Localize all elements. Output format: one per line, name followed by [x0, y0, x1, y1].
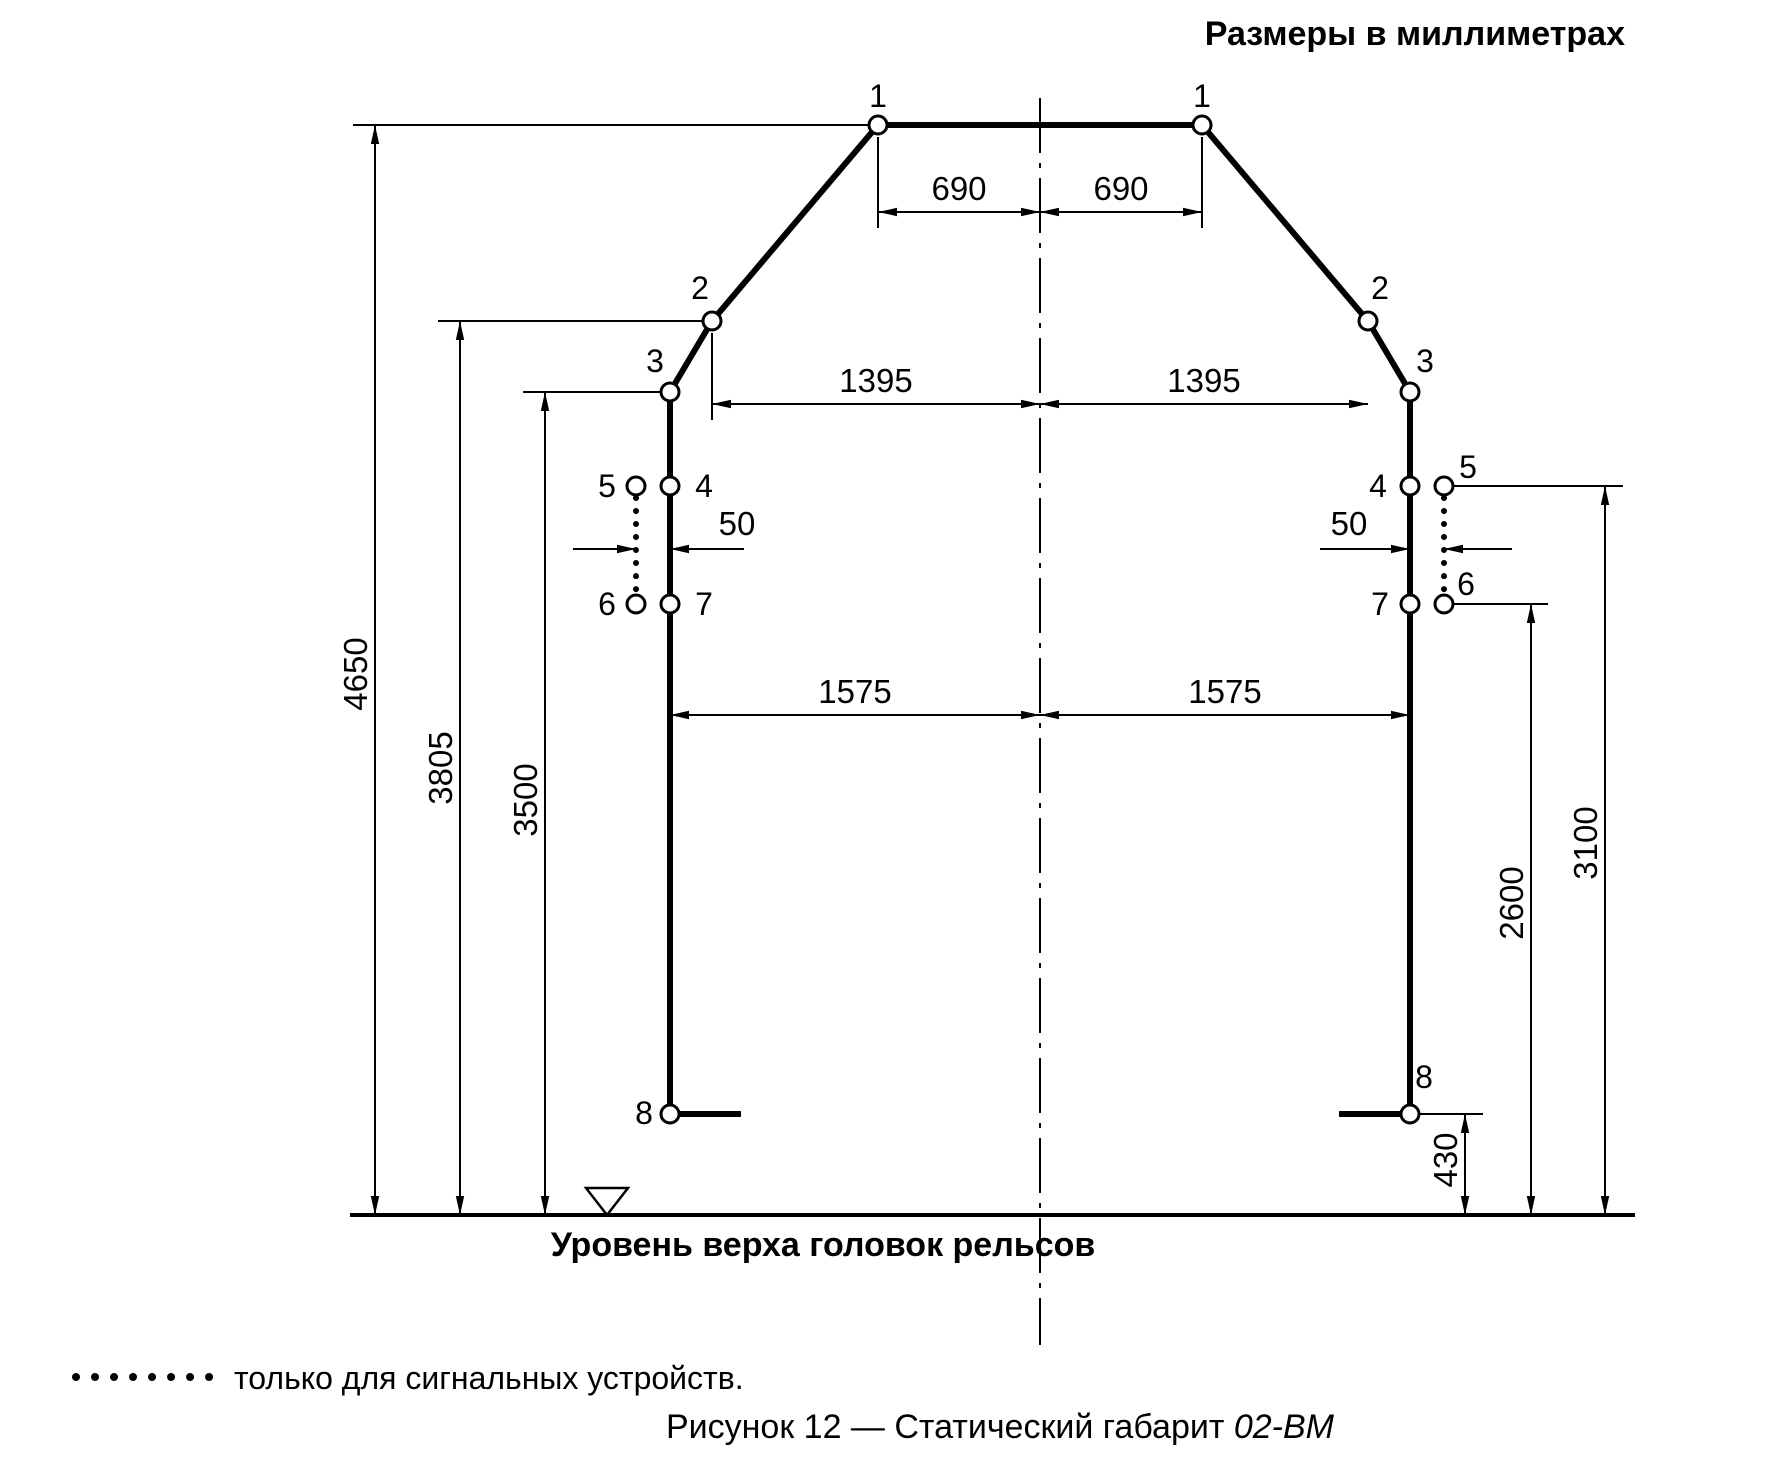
legend: только для сигнальных устройств.	[72, 1360, 744, 1396]
point-label-3-left: 3	[646, 343, 664, 379]
dim-label-50-right: 50	[1331, 505, 1368, 542]
point-label-8-right: 8	[1415, 1059, 1433, 1095]
point-markers	[625, 114, 1455, 1125]
dimension-labels: 690 690 1395 1395 50 50 1575 1575 4650 3…	[337, 170, 1604, 1188]
point-5-left	[625, 475, 647, 497]
dim-label-2600: 2600	[1493, 866, 1530, 939]
legend-note: только для сигнальных устройств.	[234, 1360, 744, 1396]
point-4-right	[1399, 475, 1421, 497]
point-label-4-right: 4	[1369, 468, 1387, 504]
point-3-right	[1399, 381, 1421, 403]
point-labels: 1 1 2 2 3 3 4 4 5 5 6 6 7 7 8 8	[598, 78, 1477, 1131]
figure-caption-prefix: Рисунок 12 — Статический габарит	[666, 1408, 1234, 1446]
dim-label-3100: 3100	[1567, 806, 1604, 879]
point-5-right	[1433, 475, 1455, 497]
dim-label-1575-left: 1575	[818, 673, 891, 710]
point-label-7-right: 7	[1371, 586, 1389, 622]
point-label-1-left: 1	[869, 78, 887, 114]
point-label-4-left: 4	[695, 468, 713, 504]
point-label-3-right: 3	[1416, 343, 1434, 379]
dim-label-1395-right: 1395	[1167, 362, 1240, 399]
point-7-left	[659, 593, 681, 615]
point-label-2-left: 2	[691, 270, 709, 306]
point-label-5-right: 5	[1459, 449, 1477, 485]
signal-device-lines	[633, 495, 1447, 595]
dim-label-50-left: 50	[719, 505, 756, 542]
point-label-5-left: 5	[598, 468, 616, 504]
dim-label-3805: 3805	[422, 731, 459, 804]
dim-label-3500: 3500	[507, 763, 544, 836]
point-1-right	[1191, 114, 1213, 136]
point-7-right	[1399, 593, 1421, 615]
point-2-left	[701, 310, 723, 332]
dim-label-1575-right: 1575	[1188, 673, 1261, 710]
point-8-left	[659, 1103, 681, 1125]
point-label-1-right: 1	[1193, 78, 1211, 114]
dim-label-690-left: 690	[931, 170, 986, 207]
point-2-right	[1357, 310, 1379, 332]
dim-label-690-right: 690	[1093, 170, 1148, 207]
rail-datum-triangle-icon	[583, 1186, 631, 1218]
dim-label-4650: 4650	[337, 637, 374, 710]
point-label-8-left: 8	[635, 1095, 653, 1131]
rail-level-label: Уровень верха головок рельсов	[551, 1226, 1096, 1264]
point-label-6-left: 6	[598, 586, 616, 622]
figure-caption: Рисунок 12 — Статический габарит 02-ВМ	[666, 1408, 1335, 1446]
point-3-left	[659, 381, 681, 403]
figure-caption-designation: 02-ВМ	[1234, 1408, 1335, 1446]
dim-label-430: 430	[1427, 1132, 1464, 1187]
extension-lines	[353, 124, 1623, 1115]
point-6-left	[625, 593, 647, 615]
point-1-left	[867, 114, 889, 136]
dim-label-1395-left: 1395	[839, 362, 912, 399]
point-label-7-left: 7	[695, 586, 713, 622]
point-6-right	[1433, 593, 1455, 615]
point-label-2-right: 2	[1371, 270, 1389, 306]
dimension-lines	[370, 125, 1610, 1215]
units-note: Размеры в миллиметрах	[1205, 15, 1625, 53]
point-label-6-right: 6	[1457, 566, 1475, 602]
point-4-left	[659, 475, 681, 497]
point-8-right	[1399, 1103, 1421, 1125]
